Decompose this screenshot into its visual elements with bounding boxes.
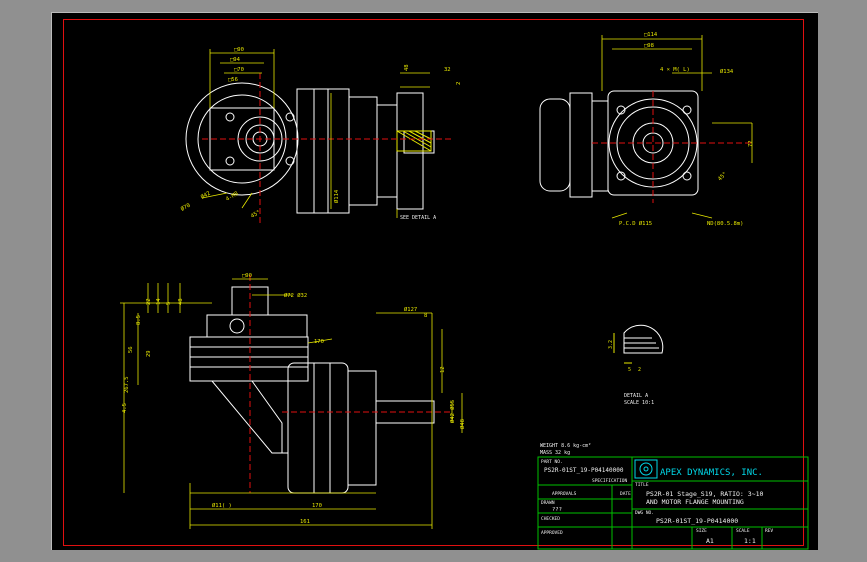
view-top-right (539, 90, 752, 203)
approvals-label: APPROVALS (552, 491, 577, 497)
dim-top-right: □114 (644, 32, 658, 38)
checked-label: CHECKED (541, 516, 560, 522)
dims-front (120, 278, 463, 529)
scale-value: 1:1 (744, 537, 756, 545)
dim-top-right: Ø134 (720, 68, 734, 75)
dim-front: 22 (146, 298, 152, 305)
dim-top-left: □70 (234, 67, 244, 73)
dim-top-left: Ø70 (180, 202, 192, 213)
detail-scale: SCALE 10:1 (624, 400, 654, 406)
dim-top-right: 45° (717, 171, 728, 182)
size-label: SIZE (696, 528, 707, 534)
dim-front: Ø42 Ø55 (449, 400, 456, 423)
spec-label: SPECIFICATION (592, 478, 628, 484)
dim-top-left: □56 (228, 77, 238, 83)
detail-label: DETAIL A (624, 393, 648, 399)
dim-front: Ø48 (459, 419, 466, 429)
dim-front: 161 (300, 519, 310, 525)
dim-top-left: 32 (444, 67, 451, 73)
dim-detail: 5 (628, 367, 631, 373)
size-value: A1 (706, 537, 714, 545)
dim-top-left: 2 (456, 82, 462, 85)
dim-top-right: □98 (644, 43, 654, 49)
mass-text: MASS 32 kg (540, 450, 570, 456)
dim-top-left: □90 (234, 47, 244, 53)
dim-top-left: 45° (250, 210, 262, 220)
title-line-1: PS2R-01 Stage_S19, RATIO: 3~10 (646, 490, 763, 498)
dim-front: □90 (242, 273, 252, 279)
dim-front: 4.5 (122, 403, 128, 413)
part-no-label: PART NO. (541, 459, 563, 465)
detail-a (613, 324, 664, 364)
output-shaft-top (231, 286, 269, 316)
dim-top-left: □94 (230, 57, 241, 63)
dim-front: 56 (128, 346, 134, 353)
dim-top-right: 72 (748, 140, 754, 147)
dim-detail: 2 (638, 367, 641, 373)
motor-housing-front (287, 362, 349, 494)
dim-top-left: 4-M8 (225, 191, 239, 203)
rev-label: REV (765, 528, 773, 534)
detail-callout: SEE DETAIL A (400, 215, 436, 221)
title-line-2: AND MOTOR FLANGE MOUNTING (646, 498, 744, 506)
dim-front: 170 (314, 339, 324, 345)
dim-front: Ø127 (404, 306, 417, 313)
motor-body (539, 98, 571, 192)
scale-label: SCALE (736, 528, 750, 534)
dim-top-right: P.C.D Ø115 (619, 220, 652, 227)
gear-housing (296, 88, 350, 214)
dim-front: 12 (440, 366, 446, 373)
company-logo (634, 459, 658, 479)
dim-top-left: 48 (404, 64, 410, 71)
drawing-frame (63, 19, 804, 546)
view-top-left (185, 73, 452, 223)
dim-front: 8 (424, 313, 427, 319)
title-block-lines (537, 456, 809, 550)
dim-front: 48 (178, 298, 184, 305)
company-name: APEX DYNAMICS, INC. (660, 468, 763, 478)
dwg-no-label: DWG NO. (635, 510, 654, 516)
title-label: TITLE (635, 482, 649, 488)
dim-front: 267.5 (124, 376, 130, 393)
dim-top-right: ND(80.5.8m) (707, 221, 743, 227)
gear-housing-front (189, 336, 309, 382)
view-front (189, 275, 452, 494)
dim-front: 170 (312, 503, 322, 509)
dims-top-left (201, 49, 430, 218)
drawn-value: ??? (552, 507, 562, 513)
key-hole (229, 318, 245, 334)
dim-top-left: Ø42 (200, 190, 212, 201)
dim-top-right: 4 × M( L) (660, 67, 690, 73)
weight-text: WEIGHT 8.6 kg-cm² (540, 443, 591, 449)
dim-top-left: Ø114 (333, 189, 340, 203)
dim-front: 29 (146, 350, 152, 357)
dwg-no-value: PS2R-01ST_19-P0414000 (656, 517, 738, 525)
dim-front: 8.5 (136, 315, 142, 325)
dim-front: Ø11( ) (212, 502, 232, 509)
output-flange-top (206, 314, 308, 338)
part-no-value: PS2R-01ST_19-P04140000 (544, 467, 624, 474)
dim-front: Ø72 Ø32 (284, 292, 307, 299)
dim-front: 14 (156, 298, 162, 305)
date-label: DATE (620, 491, 631, 497)
dim-front: 5 (166, 302, 172, 305)
dims-top-right (601, 35, 753, 219)
dim-detail: 3.2 (608, 340, 614, 349)
approved-label: APPROVED (541, 530, 563, 536)
drawn-label: DRAWN (541, 500, 555, 506)
